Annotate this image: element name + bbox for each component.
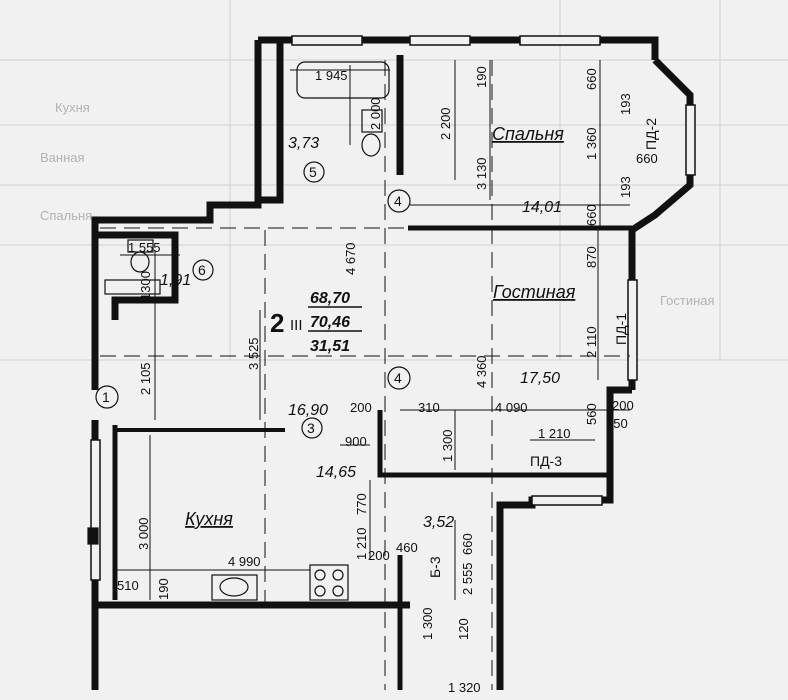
dim-3130: 3 130 [474, 157, 489, 190]
dim-660-d: 660 [460, 533, 475, 555]
dim-1300-b: 1 300 [440, 429, 455, 462]
fixtures [87, 61, 390, 601]
dim-1360: 1 360 [584, 127, 599, 160]
dim-2000: 2 000 [368, 97, 383, 130]
dim-193-b: 193 [618, 176, 633, 198]
apartment-area-living: 31,51 [310, 338, 350, 355]
dim-4990: 4 990 [228, 554, 261, 569]
room-area-living: 17,50 [520, 370, 560, 387]
dim-1555: 1 555 [128, 240, 161, 255]
marker-bath: 5 [309, 164, 317, 180]
dim-1320: 1 320 [448, 680, 481, 695]
dim-770: 770 [354, 493, 369, 515]
dim-310: 310 [418, 400, 440, 415]
marker-group [95, 161, 411, 439]
dimension-lines [115, 60, 630, 600]
apartment-area-total: 68,70 [310, 290, 350, 307]
dim-120: 120 [456, 618, 471, 640]
dim-660-a: 660 [584, 68, 599, 90]
dim-1300-c: 1 300 [420, 607, 435, 640]
dim-190-b: 190 [156, 578, 171, 600]
room-area-hall: 16,90 [288, 402, 328, 419]
room-name-living: Гостиная [493, 282, 576, 302]
tag-pd1: ПД-1 [613, 313, 629, 345]
bg-label-gostinaya: Гостиная [660, 293, 715, 308]
tag-pd3: ПД-3 [530, 453, 562, 469]
window-openings [90, 35, 696, 581]
room-area-wc: 1,91 [160, 272, 191, 289]
bg-label-vannaya: Ванная [40, 150, 85, 165]
dim-190: 190 [474, 66, 489, 88]
marker-axis-4-bottom: 4 [394, 370, 402, 386]
marker-wc: 6 [198, 262, 206, 278]
dim-560: 560 [584, 403, 599, 425]
dim-4090: 4 090 [495, 400, 528, 415]
apartment-type: III [290, 317, 303, 334]
dim-1300-a: 1300 [138, 271, 153, 300]
dim-660-c: 660 [584, 204, 599, 226]
marker-axis-4-top: 4 [394, 193, 402, 209]
dim-2200: 2 200 [438, 107, 453, 140]
dim-510: 510 [117, 578, 139, 593]
apartment-area-with-balcony: 70,46 [310, 314, 350, 331]
dim-2110: 2 110 [584, 326, 599, 358]
tag-pd2: ПД-2 [643, 118, 659, 150]
dim-660-b: 660 [636, 151, 658, 166]
dim-900: 900 [345, 434, 367, 449]
dim-2555: 2 555 [460, 562, 475, 595]
dim-3000: 3 000 [136, 517, 151, 550]
dim-2105: 2 105 [138, 362, 153, 395]
dim-200-b: 200 [612, 398, 634, 413]
room-area-bedroom: 14,01 [522, 199, 562, 216]
dim-870: 870 [584, 246, 599, 268]
dim-460: 460 [396, 540, 418, 555]
dim-3525: 3 525 [246, 337, 261, 370]
dim-193-a: 193 [618, 93, 633, 115]
room-area-balcony: 3,52 [423, 514, 454, 531]
dim-650: 650 [606, 416, 628, 431]
dim-4360: 4 360 [474, 355, 489, 388]
walls [91, 36, 694, 690]
tag-b3: Б-3 [427, 556, 443, 578]
dim-200-c: 200 [368, 548, 390, 563]
dim-1945: 1 945 [315, 68, 348, 83]
room-area-bath: 3,73 [288, 135, 319, 152]
bg-label-kitchen: Кухня [55, 100, 90, 115]
room-area-kitchen: 14,65 [316, 464, 356, 481]
marker-hall: 3 [307, 420, 315, 436]
dim-1210-a: 1 210 [538, 426, 571, 441]
bg-label-spalnya: Спальня [40, 208, 92, 223]
apartment-number: 2 [270, 308, 284, 338]
dim-200-a: 200 [350, 400, 372, 415]
dim-4670: 4 670 [343, 242, 358, 275]
room-name-bedroom: Спальня [492, 124, 564, 144]
grid-axes [100, 60, 630, 690]
marker-axis-1: 1 [102, 389, 110, 405]
dim-1210-b: 1 210 [354, 527, 369, 560]
room-name-kitchen: Кухня [185, 509, 233, 529]
